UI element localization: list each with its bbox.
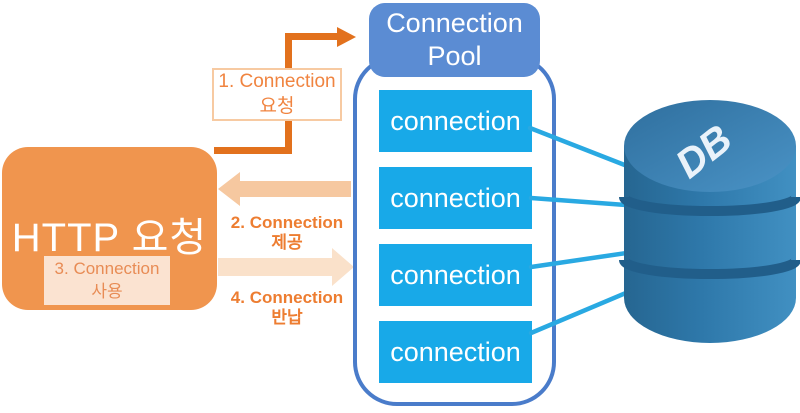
connection-box-2: connection xyxy=(379,167,532,229)
http-request-title: HTTP 요청 xyxy=(11,216,208,260)
step-3-label: 3. Connection 사용 xyxy=(44,256,170,305)
http-request-box: HTTP 요청 3. Connection 사용 xyxy=(2,147,217,310)
step-2-line1: 2. Connection xyxy=(230,213,344,232)
step-4-label: 4. Connection 반납 xyxy=(220,288,354,329)
step-3-line2: 사용 xyxy=(91,281,123,301)
pool-title-line2: Pool xyxy=(427,41,482,71)
db-cylinder-groove-2 xyxy=(619,258,800,279)
step-2-label: 2. Connection 제공 xyxy=(220,213,354,254)
step-1-label: 1. Connection 요청 xyxy=(212,68,342,121)
db-cylinder-groove-1 xyxy=(619,195,800,216)
connection-box-4-label: connection xyxy=(390,336,521,367)
db-label: DB xyxy=(668,117,741,187)
connection-box-3-label: connection xyxy=(390,259,521,290)
connection-box-1: connection xyxy=(379,90,532,152)
step-2-line2: 제공 xyxy=(271,233,303,253)
connection-box-4: connection xyxy=(379,321,532,383)
connection-box-3: connection xyxy=(379,244,532,306)
provide-arrow xyxy=(218,172,351,206)
pool-title-line1: Connection xyxy=(386,8,523,39)
step-1-line1: 1. Connection xyxy=(218,70,336,92)
step-4-line1: 4. Connection xyxy=(230,288,344,307)
connection-box-2-label: connection xyxy=(390,182,521,213)
connection-pool-header: Connection Pool xyxy=(369,3,540,77)
db-cylinder-top xyxy=(624,100,796,192)
step-3-line1: 3. Connection xyxy=(54,259,160,279)
step-4-line2: 반납 xyxy=(271,308,303,328)
step-1-line2: 요청 xyxy=(259,95,295,117)
db-cylinder-body xyxy=(624,146,796,343)
connection-box-1-label: connection xyxy=(390,105,521,136)
